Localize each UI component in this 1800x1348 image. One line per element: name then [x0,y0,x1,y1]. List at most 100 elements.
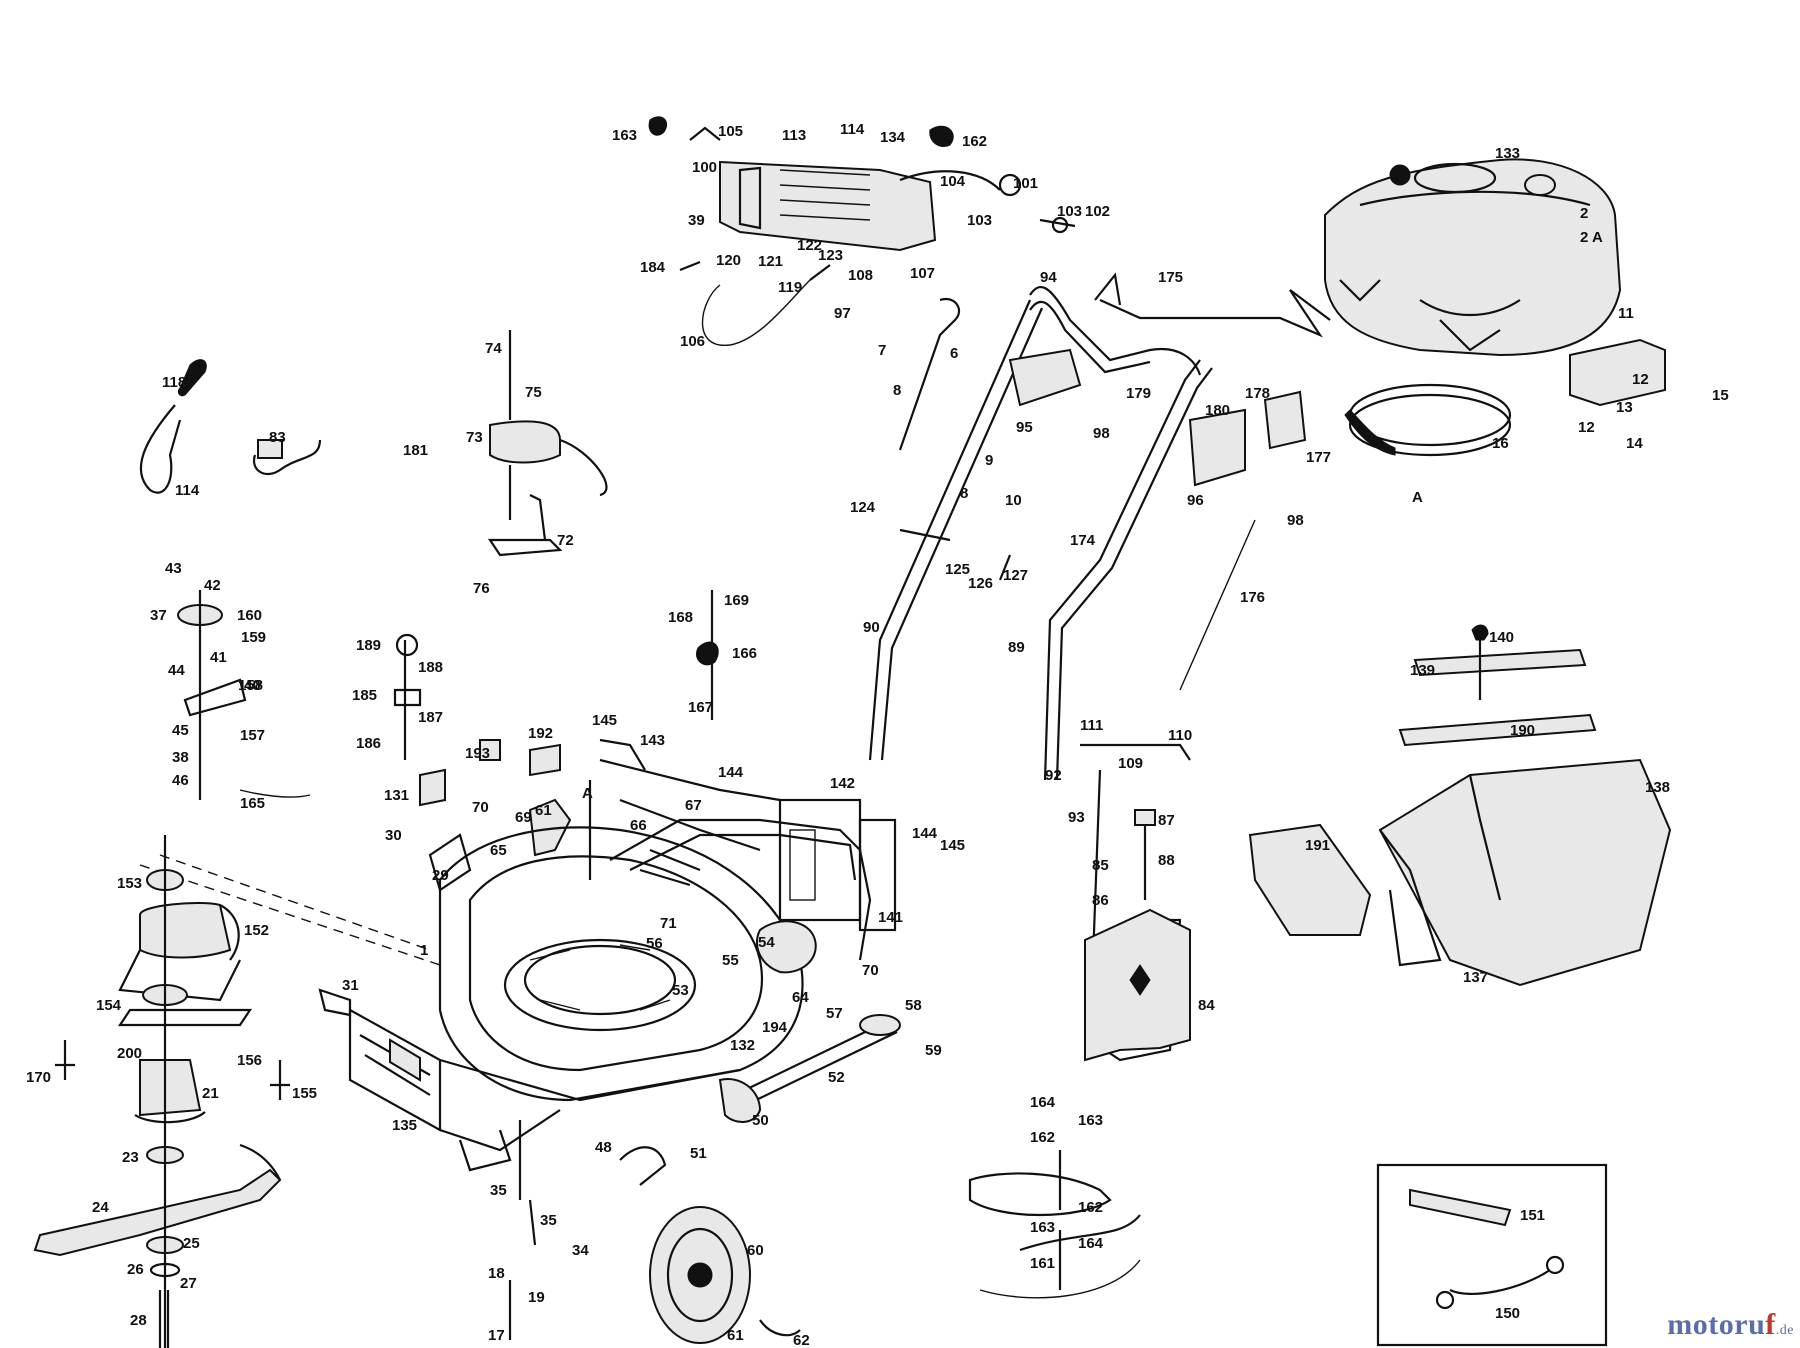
part-label: 70 [862,962,879,979]
part-label: 67 [685,797,702,814]
part-label: 31 [342,977,359,994]
part-label: 52 [828,1069,845,1086]
part-label: 164 [1078,1235,1104,1252]
part-label: 169 [724,592,749,609]
part-label: 62 [793,1332,810,1348]
part-label: 35 [490,1182,507,1199]
part-label: 176 [1240,589,1265,606]
part-label: 83 [269,429,286,446]
part-label: 167 [688,699,713,716]
part-label: 141 [878,909,903,926]
part-label: 92 [1045,767,1062,784]
part-label: 162 [1030,1129,1055,1146]
part-label: 12 [1578,419,1595,436]
part-label: 133 [1495,145,1520,162]
part-label: 113 [782,127,806,144]
part-label: 101 [1013,175,1038,192]
part-label: 160 [237,607,262,624]
part-label: 177 [1306,449,1331,466]
part-label: 156 [237,1052,262,1069]
part-label: 123 [818,247,843,264]
part-label: 37 [150,607,167,624]
watermark-part3: .de [1775,1323,1794,1338]
part-label: 89 [1008,639,1025,656]
part-label: 7 [878,342,886,359]
part-label: 72 [557,532,574,549]
part-label: 59 [925,1042,942,1059]
handle-upper [868,272,1331,781]
part-label: 39 [688,212,705,229]
part-label: 150 [1495,1305,1520,1322]
part-label: 9 [985,452,993,469]
part-label: 174 [1070,532,1096,549]
part-label: 151 [1520,1207,1545,1224]
part-label: 100 [692,159,717,176]
part-label: 144 [718,764,744,781]
part-label: 119 [778,279,802,296]
part-label: 28 [130,1312,147,1329]
part-label: 126 [968,575,993,592]
part-label: 193 [465,745,490,762]
part-label: 165 [240,795,265,812]
part-label: 61 [727,1327,744,1344]
part-label: 162 [962,133,987,150]
part-label: 2 [1580,205,1588,222]
part-label: 50 [752,1112,769,1129]
part-label: 46 [172,772,189,789]
part-label: 102 [1085,203,1110,220]
part-label: 44 [168,662,185,679]
small-parts-left [139,330,608,800]
part-label: 96 [1187,492,1204,509]
part-label: 12 [1632,371,1649,388]
part-label: 76 [473,580,490,597]
part-label: 109 [1118,755,1143,772]
part-label: 114 [175,482,200,499]
part-label: 98 [1287,512,1304,529]
part-label: 145 [940,837,965,854]
part-label: 25 [183,1235,200,1252]
part-label: 127 [1003,567,1028,584]
part-label: 163 [612,127,637,144]
part-label: 143 [640,732,665,749]
part-label: 85 [1092,857,1109,874]
part-label: 6 [950,345,958,362]
part-label: 144 [912,825,938,842]
part-label: 189 [356,637,381,654]
part-label: 55 [722,952,739,969]
part-label: 138 [1645,779,1670,796]
part-label: 159 [241,629,266,646]
part-label: 1 [420,942,428,959]
part-label: 43 [165,560,182,577]
part-label: 142 [830,775,855,792]
mower-deck [139,758,897,1172]
part-label: 16 [1492,435,1509,452]
part-label: 181 [403,442,428,459]
part-label: 40 [244,677,261,694]
part-label: 86 [1092,892,1109,909]
part-label: 137 [1463,969,1488,986]
part-label: 45 [172,722,189,739]
part-label: 108 [848,267,873,284]
part-label: 188 [418,659,443,676]
part-label: 69 [515,809,532,826]
part-label: 107 [910,265,935,282]
part-label: 155 [292,1085,317,1102]
part-label: 135 [392,1117,417,1134]
part-label: 194 [762,1019,788,1036]
part-label: 178 [1245,385,1270,402]
part-label: 161 [1030,1255,1055,1272]
part-label: 103 [967,212,992,229]
part-label: 145 [592,712,617,729]
part-label: 19 [528,1289,545,1306]
part-label: 23 [122,1149,139,1166]
part-label: 90 [863,619,880,636]
part-label: 104 [940,173,966,190]
part-label: 154 [96,997,122,1014]
part-label: 184 [640,259,666,276]
part-label: 166 [732,645,757,662]
part-label: 48 [595,1139,612,1156]
part-label: 185 [352,687,377,704]
right-parts [968,624,1672,1299]
part-label: 94 [1040,269,1057,286]
